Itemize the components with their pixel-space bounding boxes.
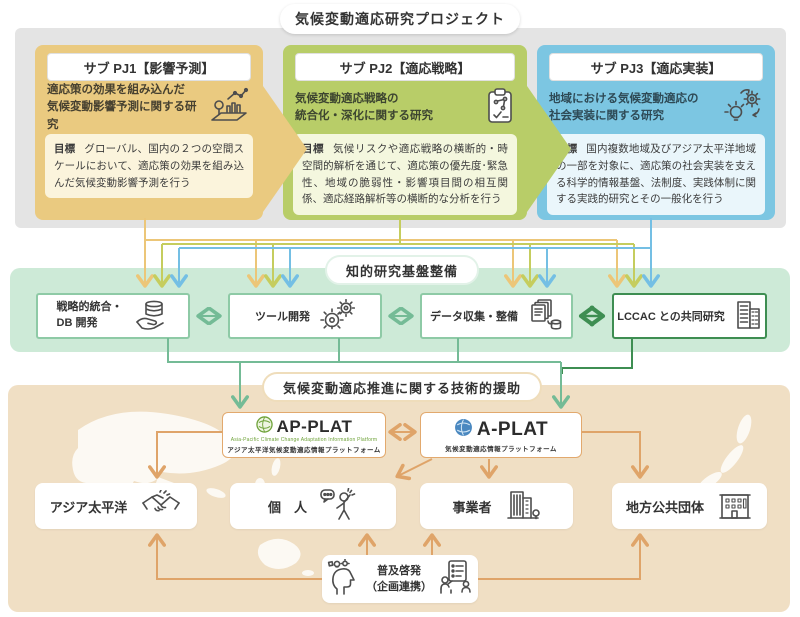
outreach-box: 普及啓発 （企画連携） — [322, 555, 478, 603]
technical-support-band-label: 気候変動適応推進に関する技術的援助 — [262, 372, 542, 402]
ap-plat-subtitle: アジア太平洋気候変動適応情報プラットフォーム — [227, 447, 381, 454]
ap-plat-card: AP-PLAT Asia-Pacific Climate Change Adap… — [222, 412, 386, 458]
subproject-2-theme: 気候変動適応戦略の 統合化・深化に関する研究 — [295, 92, 433, 122]
kb-box-label: ツール開発 — [255, 311, 310, 323]
head-idea-icon — [327, 557, 359, 600]
documents-database-icon — [527, 298, 563, 335]
subproject-3-theme: 地域における気候変動適応の 社会実装に関する研究 — [549, 92, 699, 122]
outreach-label: 普及啓発 （企画連携） — [366, 564, 432, 594]
presentation-icon — [439, 559, 473, 600]
subproject-3-header: サブ PJ3【適応実装】 — [549, 53, 763, 81]
target-label: 事業者 — [452, 499, 492, 515]
government-building-icon — [717, 489, 753, 524]
target-label: アジア太平洋 — [49, 499, 128, 515]
hand-database-icon — [132, 298, 170, 335]
kb-box-lccac-joint-research: LCCAC との共同研究 — [612, 293, 767, 339]
target-asia-pacific: アジア太平洋 — [35, 483, 197, 529]
handshake-icon — [140, 488, 182, 523]
ap-plat-tagline: Asia-Pacific Climate Change Adaptation I… — [230, 437, 378, 443]
kb-box-tool-development: ツール開発 — [228, 293, 382, 339]
subproject-3-goal: 目標国内複数地域及びアジア太平洋地域の一部を対象に、適応策の社会実装を支える科学… — [547, 134, 765, 216]
diagram-title-text: 気候変動適応研究プロジェクト — [295, 11, 505, 27]
subproject-2-card: サブ PJ2【適応戦略】 気候変動適応戦略の 統合化・深化に関する研究 目標気候… — [283, 45, 527, 220]
subproject-1-theme: 適応策の効果を組み込んだ 気候変動影響予測に関する研究 — [47, 84, 197, 131]
subproject-1-card: サブ PJ1【影響予測】 適応策の効果を組み込んだ 気候変動影響予測に関する研究… — [35, 45, 263, 220]
kb-box-label: LCCAC との共同研究 — [617, 311, 725, 323]
a-plat-subtitle: 気候変動適応情報プラットフォーム — [445, 445, 557, 453]
kb-box-strategic-integration-db: 戦略的統合・ DB 開発 — [36, 293, 190, 339]
clipboard-flow-icon — [485, 87, 515, 130]
subproject-2-goal: 目標気候リスクや適応戦略の横断的・時空間的解析を通じて、適応策の優先度･緊急性、… — [293, 134, 517, 216]
kb-box-data-collection: データ収集・整備 — [420, 293, 573, 339]
target-label: 地方公共団体 — [625, 499, 704, 515]
knowledge-base-band-label: 知的研究基盤整備 — [325, 255, 479, 285]
analytics-map-icon — [207, 87, 251, 130]
diagram-title: 気候変動適応研究プロジェクト — [280, 4, 520, 34]
a-plat-logo-text: A-PLAT — [476, 418, 549, 440]
bulb-gear-cycle-icon — [721, 87, 763, 130]
kb-box-label: データ収集・整備 — [430, 311, 518, 323]
kb-box-label: 戦略的統合・ DB 開発 — [56, 301, 123, 329]
target-businesses: 事業者 — [420, 483, 573, 529]
subproject-1-goal: 目標グローバル、国内の２つの空間スケールにおいて、適応策の効果を組み込んだ気候変… — [45, 134, 253, 199]
pj2-to-pj3-chevron — [527, 86, 571, 212]
subproject-1-header: サブ PJ1【影響予測】 — [47, 53, 251, 81]
ap-plat-logo-text: AP-PLAT — [276, 417, 353, 436]
company-building-icon — [505, 488, 541, 525]
office-building-icon — [734, 299, 762, 334]
a-plat-globe-icon — [454, 418, 473, 442]
target-label: 個 人 — [267, 499, 307, 515]
subproject-3-card: サブ PJ3【適応実装】 地域における気候変動適応の 社会実装に関する研究 目標… — [537, 45, 775, 220]
target-individuals: 個 人 — [230, 483, 396, 529]
ap-plat-globe-icon — [255, 416, 273, 438]
pj1-to-pj2-chevron — [263, 86, 307, 212]
target-local-governments: 地方公共団体 — [612, 483, 767, 529]
a-plat-card: A-PLAT 気候変動適応情報プラットフォーム — [420, 412, 582, 458]
subproject-2-header: サブ PJ2【適応戦略】 — [295, 53, 515, 81]
person-icon — [320, 487, 358, 525]
gears-icon — [319, 298, 356, 334]
